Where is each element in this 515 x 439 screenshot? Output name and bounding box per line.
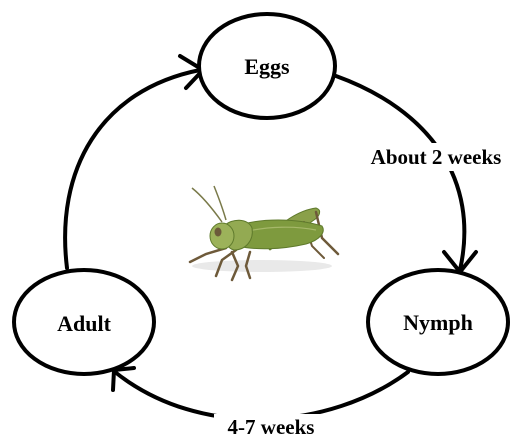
duration-eggs-to-nymph: About 2 weeks bbox=[352, 143, 515, 171]
arrow-adult-to-eggs bbox=[65, 56, 203, 268]
stage-adult-label: Adult bbox=[57, 311, 111, 336]
stage-nymph-label: Nymph bbox=[403, 310, 473, 335]
duration-nymph-to-adult-label: 4-7 weeks bbox=[228, 415, 315, 439]
duration-nymph-to-adult: 4-7 weeks bbox=[214, 414, 328, 439]
stage-eggs-label: Eggs bbox=[244, 54, 290, 79]
duration-eggs-to-nymph-label: About 2 weeks bbox=[371, 145, 502, 169]
stage-adult: Adult bbox=[14, 270, 154, 374]
grasshopper-icon bbox=[190, 186, 338, 280]
arrow-nymph-to-adult bbox=[113, 368, 408, 419]
arrow-eggs-to-nymph bbox=[336, 76, 476, 272]
stage-nymph: Nymph bbox=[368, 270, 508, 374]
stage-eggs: Eggs bbox=[199, 14, 335, 118]
